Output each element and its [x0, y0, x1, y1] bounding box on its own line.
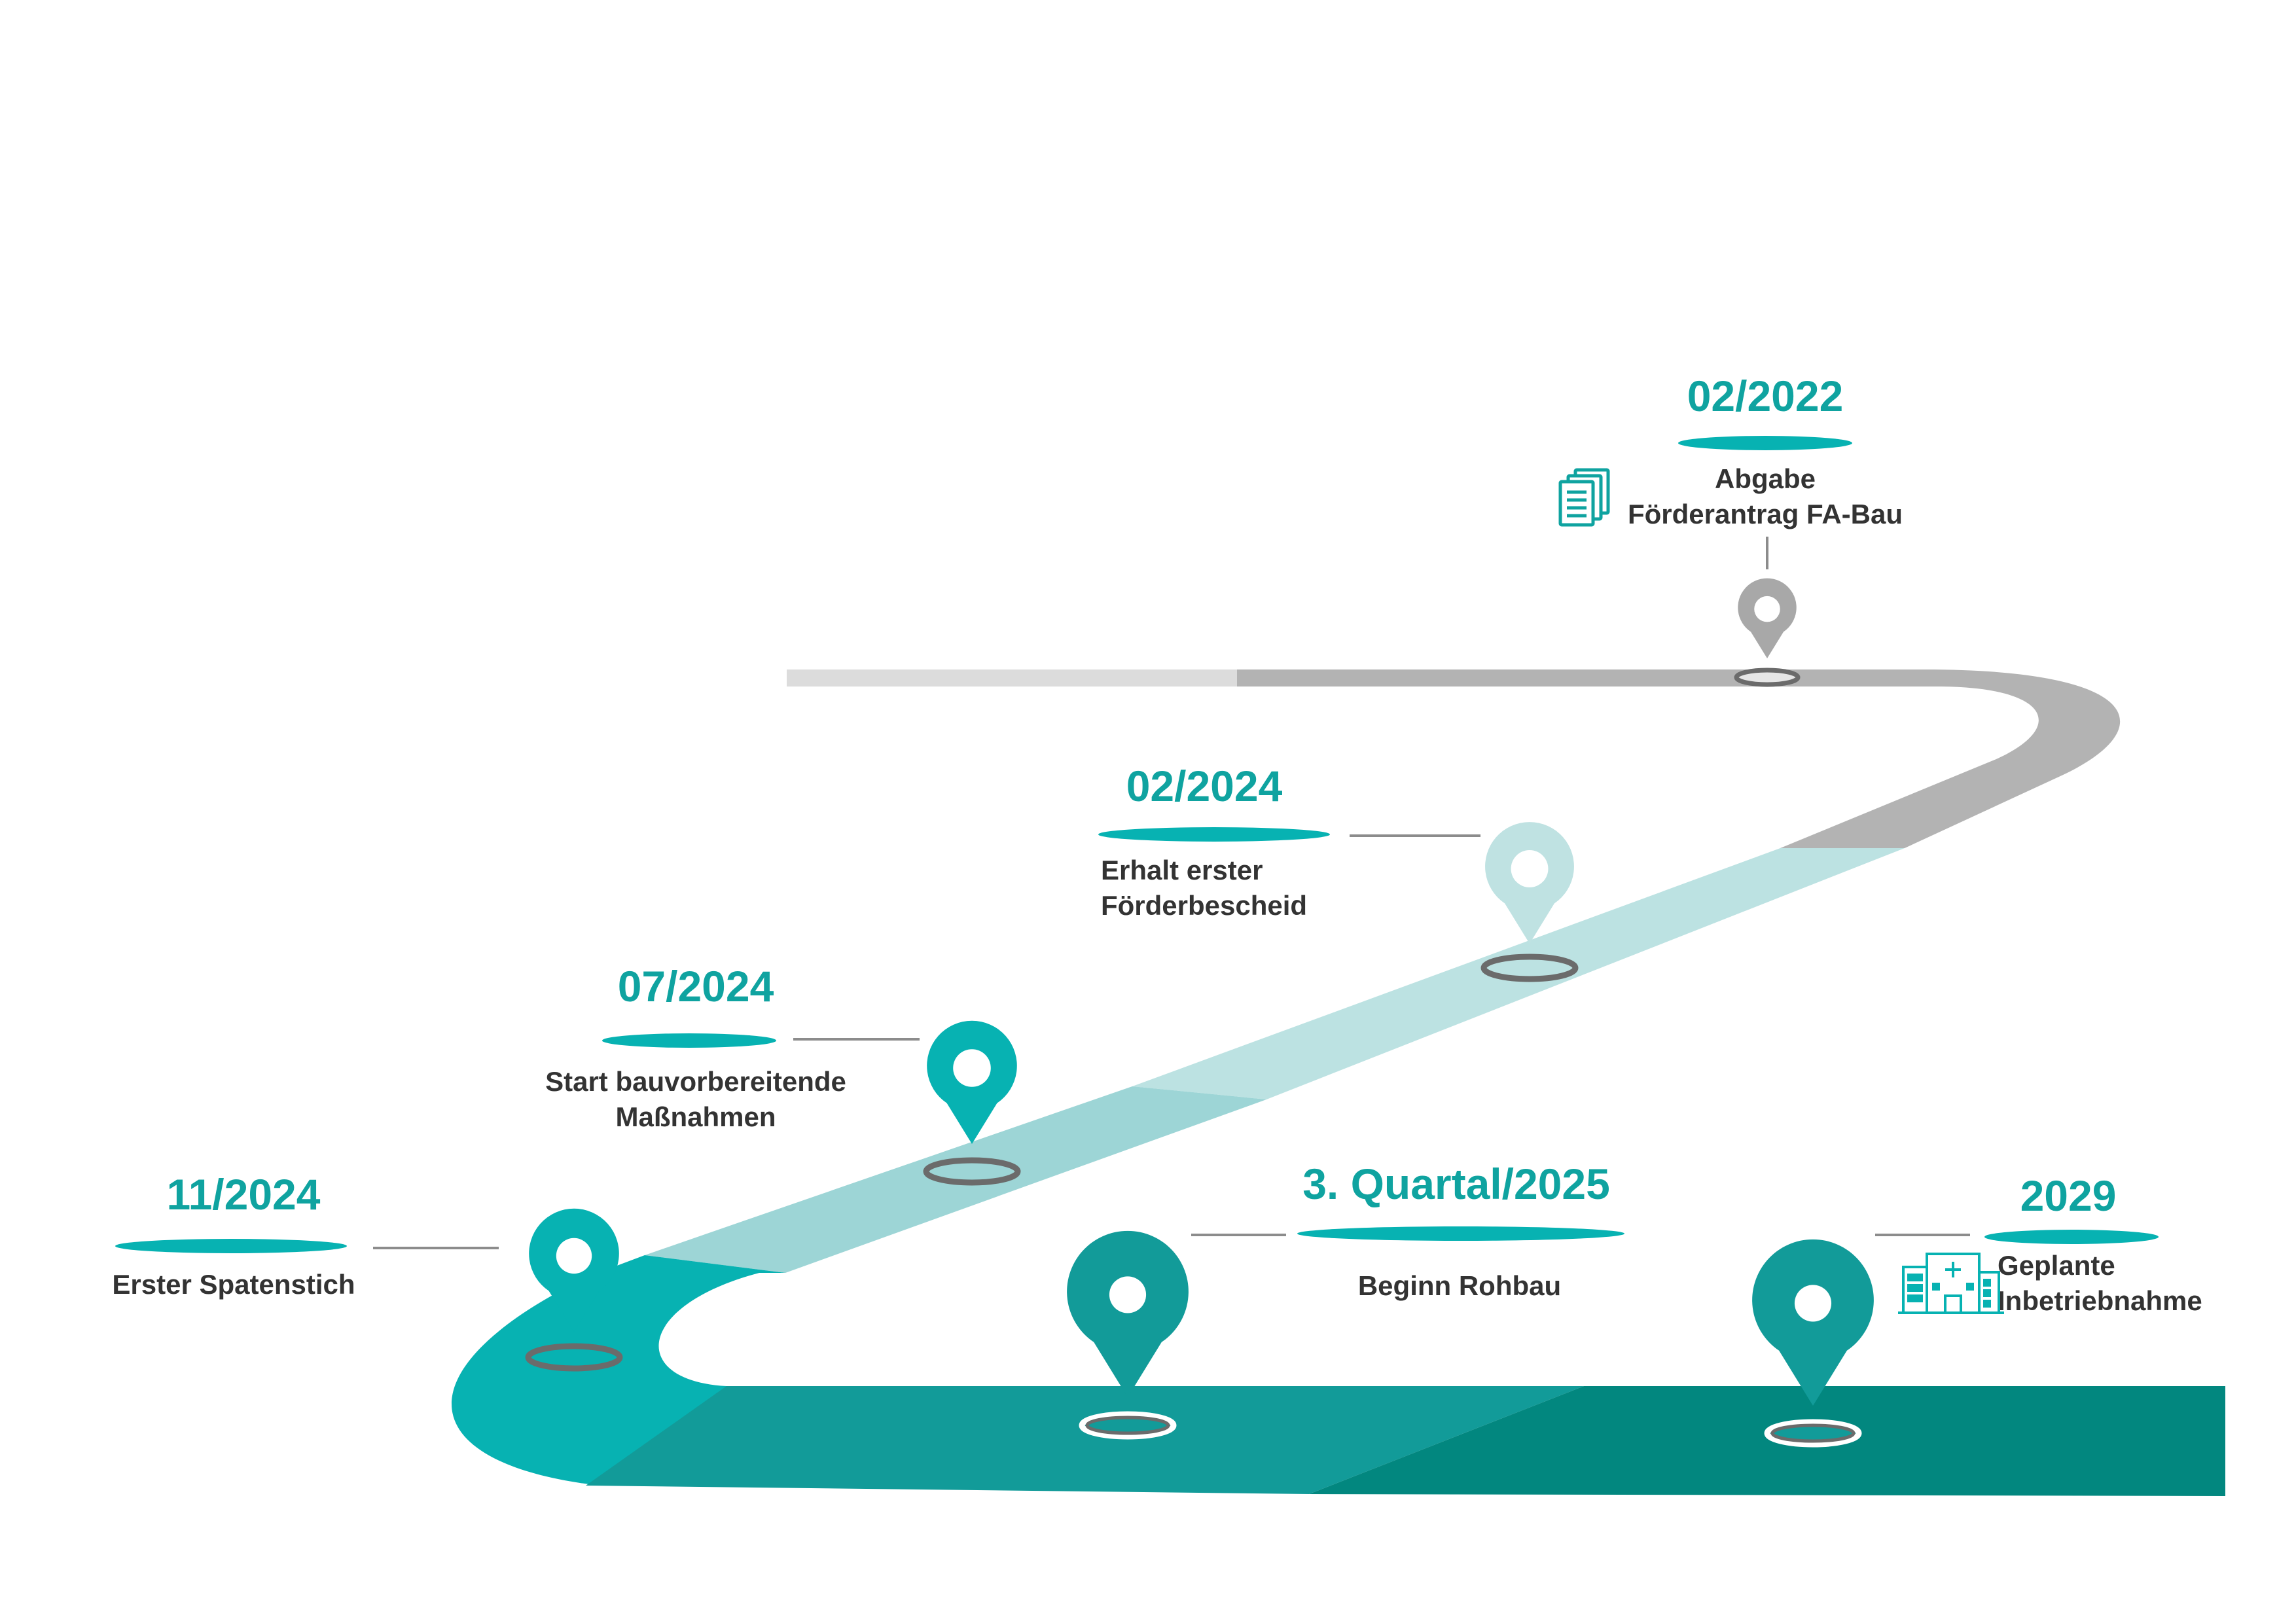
milestone-2: 02/2024 Erhalt erster Förderbescheid — [1098, 762, 1579, 982]
date-underline — [115, 1239, 347, 1253]
hospital-icon — [1898, 1253, 2004, 1314]
milestone-date: 11/2024 — [167, 1170, 321, 1219]
map-pin-icon — [529, 1208, 619, 1332]
road-segment-bottom-dark — [1309, 1386, 2225, 1496]
milestone-date: 3. Quartal/2025 — [1302, 1160, 1610, 1208]
milestone-desc-line-1: Erster Spatenstich — [112, 1269, 355, 1300]
milestone-desc-line-1: Abgabe — [1715, 463, 1816, 494]
pin-base-ring-inner — [1085, 1416, 1170, 1435]
milestone-date: 07/2024 — [618, 962, 774, 1010]
pin-base-ring — [923, 1157, 1021, 1186]
milestone-desc-line-2: Förderantrag FA-Bau — [1628, 499, 1903, 529]
pin-base-ring-inner — [1770, 1423, 1856, 1443]
milestone-date: 02/2024 — [1126, 762, 1283, 810]
milestone-desc-line-2: Förderbescheid — [1101, 890, 1307, 921]
map-pin-icon — [1752, 1239, 1874, 1406]
pin-base-ring — [1480, 954, 1579, 982]
date-underline — [1678, 436, 1852, 450]
date-underline — [1098, 827, 1330, 842]
milestone-desc-line-1: Start bauvorbereitende — [545, 1066, 846, 1097]
date-underline — [1297, 1226, 1624, 1241]
milestone-date: 2029 — [2020, 1171, 2117, 1220]
road-segment-bottom-mid — [586, 1386, 1584, 1494]
milestone-6: 2029 Geplante Inbetriebnahme — [1752, 1171, 2202, 1448]
map-pin-icon — [927, 1020, 1017, 1144]
pin-base-ring — [1734, 668, 1801, 687]
map-pin-icon — [1067, 1230, 1189, 1397]
milestone-4: 11/2024 Erster Spatenstich — [112, 1170, 623, 1372]
milestone-desc-line-1: Erhalt erster — [1101, 855, 1263, 885]
milestone-date: 02/2022 — [1687, 372, 1844, 420]
date-underline — [1984, 1230, 2159, 1244]
milestone-desc-line-2: Inbetriebnahme — [1998, 1285, 2202, 1316]
milestone-desc-line-1: Geplante — [1998, 1250, 2115, 1281]
milestone-3: 07/2024 Start bauvorbereitende Maßnahmen — [545, 962, 1021, 1186]
map-pin-icon — [1485, 822, 1574, 944]
documents-icon — [1558, 468, 1610, 527]
pin-base-ring — [525, 1343, 623, 1372]
road-segment-curve-teal — [452, 1255, 818, 1484]
milestone-desc-line-2: Maßnahmen — [615, 1101, 776, 1132]
road-segment-top-gray — [1237, 669, 2121, 848]
milestone-1: 02/2022 Abgabe Förderantrag FA-Bau — [1558, 372, 1903, 687]
road-segment-top-faded — [787, 669, 1247, 687]
milestone-5: 3. Quartal/2025 Beginn Rohbau — [1067, 1160, 1624, 1440]
milestone-desc-line-1: Beginn Rohbau — [1358, 1270, 1561, 1301]
map-pin-icon — [1738, 578, 1797, 658]
date-underline — [602, 1033, 776, 1048]
